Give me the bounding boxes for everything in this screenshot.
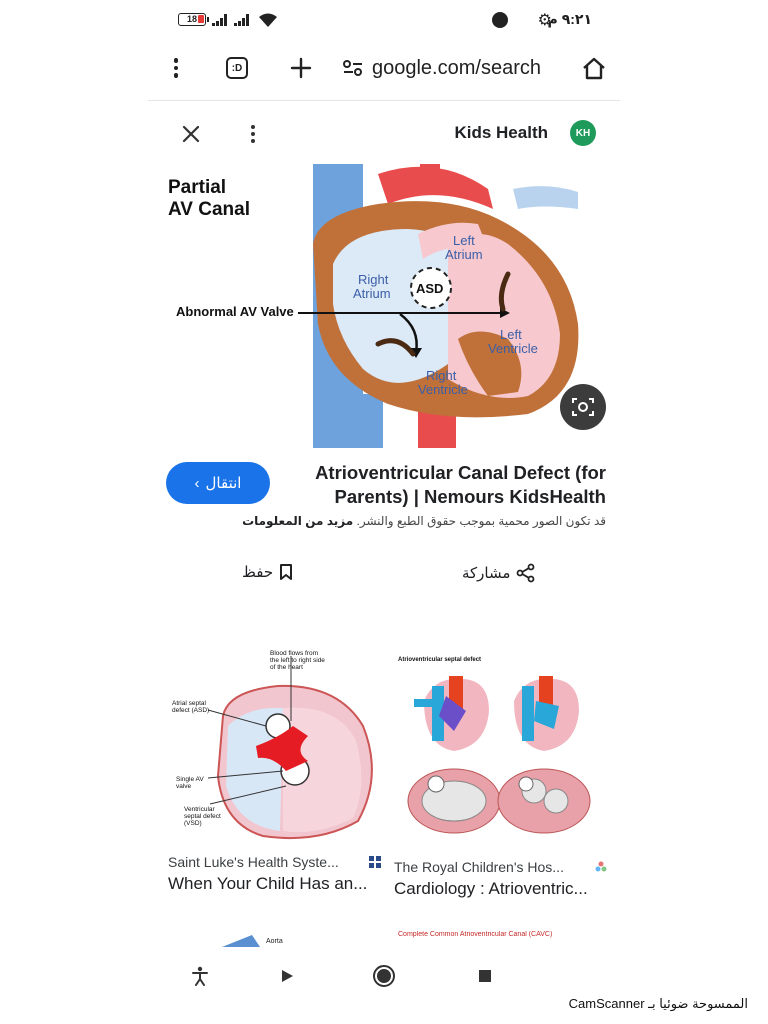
peek-label: Complete Common Atrioventricular Canal (… — [398, 931, 553, 938]
address-bar[interactable]: google.com/search — [342, 54, 578, 82]
label-right-atrium-1: Right — [358, 272, 389, 287]
tabs-icon: :D — [226, 57, 248, 79]
battery-icon: 18 — [178, 13, 209, 26]
home-circle-icon — [373, 965, 395, 987]
play-icon — [282, 970, 293, 982]
thumb-label: septal defect — [184, 813, 221, 820]
related-source: Saint Luke's Health Syste... — [168, 854, 382, 870]
label-right-ventricle-2: Ventricle — [418, 382, 468, 397]
copyright-notice: قد تكون الصور محمية بموجب حقوق الطبع وال… — [166, 514, 606, 528]
source-logo: KH — [570, 120, 596, 146]
related-card[interactable]: Atrioventricular septal defect — [394, 651, 608, 899]
home-button[interactable] — [578, 52, 610, 84]
label-right-ventricle-1: Right — [426, 368, 457, 383]
save-label: حفظ — [242, 564, 274, 581]
diagram-title-2: AV Canal — [168, 199, 250, 220]
close-button[interactable] — [176, 119, 206, 149]
more-info-link[interactable]: مزيد من المعلومات — [242, 514, 354, 528]
phone-screen: 18 ⚙ ٩:٢١ م :D — [148, 0, 620, 1000]
lens-search-button[interactable] — [560, 384, 606, 430]
accessibility-icon — [192, 966, 208, 986]
stop-icon — [479, 970, 491, 982]
home-nav-button[interactable] — [370, 962, 398, 990]
bookmark-icon — [280, 564, 293, 580]
thumb-label: (VSD) — [184, 820, 202, 827]
signal-icon — [212, 14, 228, 26]
source-name[interactable]: Kids Health — [454, 123, 548, 142]
next-result-peek: Complete Common Atrioventricular Canal (… — [398, 931, 598, 947]
image-viewer-panel: Kids Health KH — [148, 100, 620, 1000]
related-title: When Your Child Has an... — [168, 874, 368, 893]
lens-icon — [572, 398, 594, 416]
more-vert-icon — [173, 58, 179, 78]
thumb-label: valve — [176, 783, 192, 790]
visit-button[interactable]: ‹ انتقال — [166, 462, 270, 504]
thumb-label: Ventricular — [184, 806, 216, 813]
thumb-label: Blood flows from — [270, 650, 318, 657]
visit-button-label: انتقال — [205, 475, 242, 492]
app-notification-icon — [492, 12, 508, 28]
close-icon — [182, 125, 200, 143]
next-result-peek: Aorta — [222, 931, 322, 947]
thumb-label: of the heart — [270, 664, 303, 671]
battery-level: 18 — [186, 14, 197, 24]
url-text: google.com/search — [372, 56, 541, 79]
label-abnormal-valve: Abnormal AV Valve — [176, 304, 294, 319]
home-icon — [583, 57, 605, 80]
related-title: Cardiology : Atrioventric... — [394, 879, 588, 898]
site-favicon-icon — [369, 856, 381, 868]
accessibility-button[interactable] — [186, 962, 214, 990]
thumb-label: Atrial septal — [172, 700, 207, 707]
system-nav-bar — [148, 956, 620, 996]
label-left-atrium-2: Atrium — [445, 247, 483, 262]
plus-icon — [290, 57, 312, 79]
thumb-label: Atrioventricular septal defect — [398, 657, 481, 663]
wifi-icon — [259, 13, 277, 27]
share-button[interactable]: مشاركة — [462, 563, 536, 583]
label-left-ventricle-1: Left — [500, 327, 522, 342]
thumb-label: defect (ASD) — [172, 707, 209, 714]
diagram-title-1: Partial — [168, 177, 226, 198]
browser-toolbar: :D google.com/search — [148, 44, 620, 92]
thumb-label: Single AV — [176, 776, 204, 783]
share-icon — [517, 563, 535, 583]
related-source-name: Saint Luke's Health Syste... — [168, 854, 339, 870]
hero-image[interactable]: Partial AV Canal Left Atrium Right Atriu… — [148, 164, 620, 448]
thumb-label: the left to right side — [270, 657, 325, 664]
peek-label: Aorta — [266, 938, 283, 945]
stop-button[interactable] — [471, 962, 499, 990]
tab-switcher-button[interactable]: :D — [221, 52, 253, 84]
label-right-atrium-2: Atrium — [353, 286, 391, 301]
related-thumbnail: Blood flows from the left to right side … — [168, 646, 382, 846]
result-title[interactable]: Atrioventricular Canal Defect (for Paren… — [315, 462, 606, 507]
signal-icon — [234, 14, 250, 26]
play-button[interactable] — [273, 962, 301, 990]
label-left-atrium-1: Left — [453, 233, 475, 248]
related-thumbnail: Atrioventricular septal defect — [394, 651, 608, 851]
new-tab-button[interactable] — [285, 52, 317, 84]
camscanner-watermark: الممسوحة ضوئيا بـ CamScanner — [568, 996, 748, 1011]
heart-diagram: Partial AV Canal Left Atrium Right Atriu… — [168, 164, 579, 448]
site-favicon-icon — [595, 861, 607, 872]
save-button[interactable]: حفظ — [242, 563, 293, 581]
label-asd: ASD — [416, 281, 443, 296]
related-source-name: The Royal Children's Hos... — [394, 859, 564, 875]
related-card[interactable]: Blood flows from the left to right side … — [168, 646, 382, 894]
related-source: The Royal Children's Hos... — [394, 859, 608, 875]
site-settings-icon[interactable] — [342, 59, 364, 77]
viewer-menu-button[interactable] — [238, 119, 268, 149]
gear-icon: ⚙ — [537, 12, 552, 29]
status-bar: 18 ⚙ ٩:٢١ م — [148, 6, 620, 34]
share-label: مشاركة — [462, 565, 511, 582]
browser-menu-button[interactable] — [160, 52, 192, 84]
status-time: ٩:٢١ م — [547, 11, 592, 27]
chevron-left-icon: ‹ — [194, 474, 200, 492]
copyright-text: قد تكون الصور محمية بموجب حقوق الطبع وال… — [356, 514, 607, 528]
label-left-ventricle-2: Ventricle — [488, 341, 538, 356]
more-vert-icon — [251, 125, 255, 143]
